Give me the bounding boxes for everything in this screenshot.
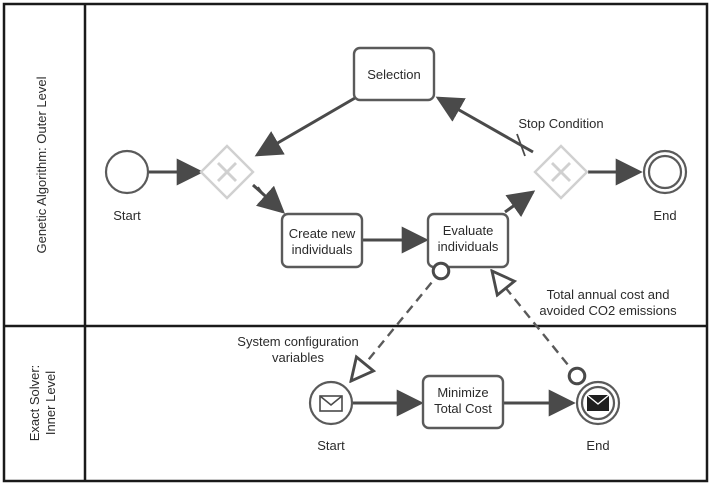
create-label-line1: Create new	[289, 226, 356, 241]
selection-label: Selection	[367, 67, 420, 82]
default-flow-slash-1	[257, 186, 267, 199]
create-individuals-task: Create new individuals	[280, 212, 364, 269]
stop-condition-label: Stop Condition	[518, 116, 603, 131]
flow-gateway-to-create	[251, 183, 286, 214]
flow-selection-to-gateway	[254, 96, 356, 157]
outer-end-label: End	[653, 208, 676, 223]
create-label-line2: individuals	[292, 242, 353, 257]
outer-lane-title: Genetic Algorithm: Outer Level	[34, 76, 49, 253]
message-flow-config	[351, 271, 441, 381]
inner-lane-title-line1: Exact Solver:	[27, 365, 42, 442]
system-config-label-line1: System configuration	[237, 334, 358, 349]
outer-sequence-flows	[149, 96, 643, 254]
minimize-label-line1: Minimize	[437, 385, 488, 400]
outer-start-event: Start	[104, 149, 150, 223]
left-exclusive-gateway	[199, 144, 255, 200]
default-flow-slash-2	[516, 133, 526, 157]
flow-evaluate-to-gateway	[504, 190, 536, 218]
evaluate-individuals-task: Evaluate individuals	[426, 212, 510, 269]
inner-end-label: End	[586, 438, 609, 453]
envelope-icon	[319, 395, 343, 412]
outer-start-label: Start	[113, 208, 141, 223]
inner-start-label: Start	[317, 438, 345, 453]
outer-end-event: End	[642, 149, 688, 223]
inner-end-message-event: End	[575, 380, 621, 453]
evaluate-label-line1: Evaluate	[443, 223, 494, 238]
system-config-label-line2: variables	[272, 350, 325, 365]
evaluate-label-line2: individuals	[438, 239, 499, 254]
inner-start-message-event: Start	[308, 380, 354, 453]
minimize-label-line2: Total Cost	[434, 401, 492, 416]
inner-lane-title-line2: Inner Level	[43, 371, 58, 435]
flow-gateway-to-selection	[435, 96, 534, 154]
total-cost-label-line2: avoided CO2 emissions	[539, 303, 677, 318]
total-cost-label-line1: Total annual cost and	[547, 287, 670, 302]
selection-task: Selection	[352, 46, 436, 102]
inner-lane-title: Exact Solver: Inner Level	[27, 365, 58, 442]
pool-border	[2, 2, 709, 483]
message-flows	[351, 271, 577, 381]
minimize-total-cost-task: Minimize Total Cost	[421, 374, 505, 430]
message-flow-results	[492, 271, 577, 376]
filled-envelope-icon	[586, 394, 610, 411]
stop-condition-gateway	[533, 144, 589, 200]
